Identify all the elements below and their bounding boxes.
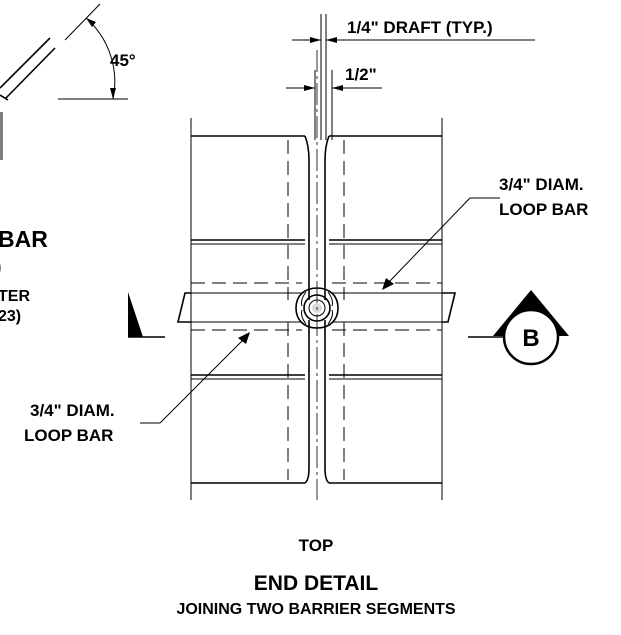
loop-bar-left-line1: 3/4" DIAM. [30,401,115,420]
loop-bar-right-line2: LOOP BAR [499,200,588,219]
loop-bar-leader-left [140,332,250,424]
cut-text-bar: BAR [0,226,48,252]
detail-title: END DETAIL [254,572,379,595]
draft-label: 1/4" DRAFT (TYP.) [347,18,493,37]
break-lines [176,292,457,323]
cut-text-ter: TER [0,288,30,305]
partial-angle-detail [0,3,128,160]
section-marker-b[interactable] [468,290,569,366]
cut-text-paren: ) [0,253,2,279]
angle-label: 45° [110,51,136,70]
draft-dimension [292,14,535,140]
right-barrier-segment [324,118,443,500]
joint-pin [295,287,339,329]
section-cut-left [128,292,165,338]
half-inch-dimension [286,70,382,140]
loop-bar-left-line2: LOOP BAR [24,426,113,445]
loop-bar-leader-right [382,197,500,290]
section-marker-letter: B [522,325,539,352]
left-barrier-segment [190,118,310,500]
half-inch-label: 1/2" [345,65,377,84]
detail-subtitle: JOINING TWO BARRIER SEGMENTS [176,601,455,618]
view-label: TOP [299,536,334,555]
cut-text-23: 23) [0,308,21,325]
loop-bar-right-line1: 3/4" DIAM. [499,175,584,194]
